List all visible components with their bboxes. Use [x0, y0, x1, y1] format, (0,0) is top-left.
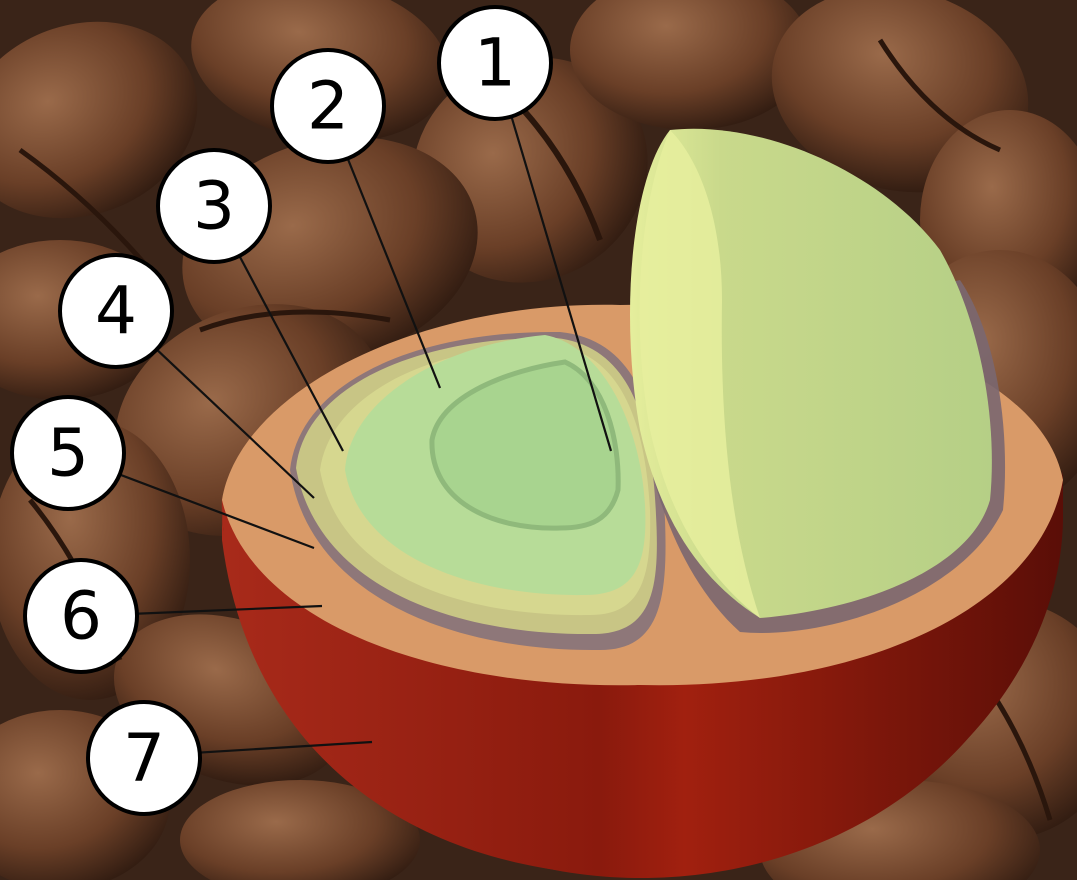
callout-5-label: 5	[47, 415, 89, 492]
callout-7-label: 7	[123, 720, 165, 797]
callout-6-label: 6	[60, 578, 102, 655]
callout-6: 6	[25, 560, 137, 672]
callout-7: 7	[88, 702, 200, 814]
callout-2-label: 2	[307, 68, 349, 145]
callout-3: 3	[158, 150, 270, 262]
callout-1: 1	[439, 7, 551, 119]
callout-4: 4	[60, 255, 172, 367]
callout-3-label: 3	[193, 168, 235, 245]
callout-2: 2	[272, 50, 384, 162]
callout-5: 5	[12, 397, 124, 509]
callout-1-label: 1	[474, 25, 516, 102]
callout-4-label: 4	[95, 273, 137, 350]
